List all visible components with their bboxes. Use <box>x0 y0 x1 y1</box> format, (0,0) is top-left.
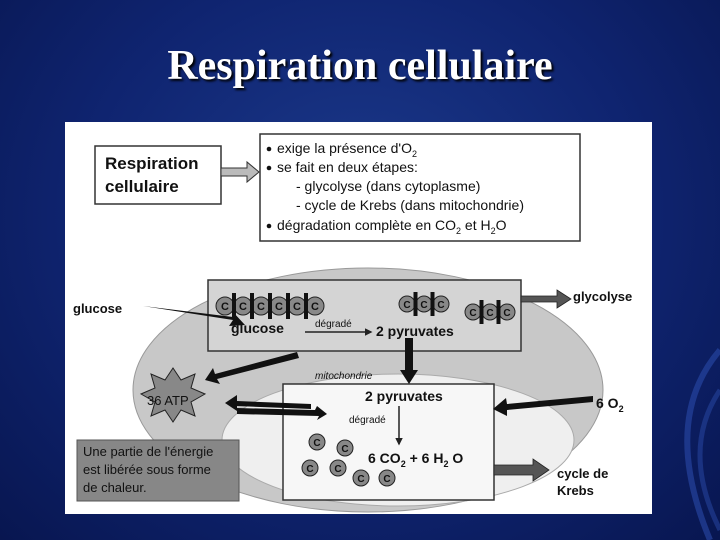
slide-title: Respiration cellulaire <box>0 42 720 90</box>
mito-degrade-label: dégradé <box>349 415 386 426</box>
heat-line-3: de chaleur. <box>83 480 147 495</box>
info-bullet-3-mid: et H <box>461 217 491 233</box>
glucose-molecule: C C C C C C <box>216 293 324 319</box>
left-glucose-label: glucose <box>73 301 122 316</box>
svg-text:C: C <box>311 301 319 313</box>
glycolysis-pyruvates-label: 2 pyruvates <box>376 323 454 339</box>
glycolysis-degrade-label: dégradé <box>315 319 352 330</box>
pyruvate-molecule-2: C C C <box>465 300 515 324</box>
krebs-label-line-1: cycle de <box>557 466 608 481</box>
svg-text:C: C <box>257 301 265 313</box>
heat-line-2: est libérée sous forme <box>83 462 211 477</box>
decorative-curves <box>650 330 720 540</box>
svg-text:C: C <box>383 474 390 485</box>
svg-text:C: C <box>239 301 247 313</box>
info-sub-1: - glycolyse (dans cytoplasme) <box>296 178 480 194</box>
o2-label: 6 O2 <box>596 395 624 414</box>
svg-text:C: C <box>306 464 313 475</box>
info-sub-2: - cycle de Krebs (dans mitochondrie) <box>296 197 524 213</box>
diagram-svg: Respiration cellulaire exige la présence… <box>65 122 652 514</box>
info-bullet-1: exige la présence d'O <box>277 140 412 156</box>
info-bullet-3: dégradation complète en CO <box>277 217 456 233</box>
pyruvate-molecule-1: C C C <box>399 292 449 316</box>
mitochondria-label: mitochondrie <box>315 371 373 382</box>
glycolyse-label: glycolyse <box>573 289 632 304</box>
info-bullet-1-sub: 2 <box>412 149 417 159</box>
svg-text:C: C <box>341 444 348 455</box>
svg-text:C: C <box>357 474 364 485</box>
title-line-2: cellulaire <box>105 177 179 196</box>
svg-text:C: C <box>313 438 320 449</box>
respiration-diagram: Respiration cellulaire exige la présence… <box>65 122 652 514</box>
svg-text:C: C <box>437 300 444 311</box>
block-arrow-right <box>221 162 259 182</box>
svg-text:C: C <box>469 308 476 319</box>
info-bullet-2: se fait en deux étapes: <box>277 159 418 175</box>
mito-pyruvates-label: 2 pyruvates <box>365 388 443 404</box>
svg-text:C: C <box>293 301 301 313</box>
svg-text:C: C <box>275 301 283 313</box>
svg-text:C: C <box>403 300 410 311</box>
svg-text:C: C <box>221 301 229 313</box>
info-bullet-3-end: O <box>496 217 507 233</box>
heat-line-1: Une partie de l'énergie <box>83 444 213 459</box>
svg-text:C: C <box>503 308 510 319</box>
svg-text:C: C <box>334 464 341 475</box>
mitochondria-box: 2 pyruvates dégradé C C C C C C 6 CO2 + … <box>283 384 494 500</box>
svg-text:C: C <box>420 300 427 311</box>
glycolysis-box: C C C C C C glucose dégradé 2 pyruvates … <box>208 280 521 351</box>
svg-text:C: C <box>486 308 493 319</box>
heat-box: Une partie de l'énergie est libérée sous… <box>77 440 239 501</box>
title-box: Respiration cellulaire <box>95 146 221 204</box>
title-line-1: Respiration <box>105 154 199 173</box>
krebs-label-line-2: Krebs <box>557 483 594 498</box>
info-box: exige la présence d'O2 se fait en deux é… <box>260 134 580 241</box>
atp-label: 36 ATP <box>147 393 189 408</box>
